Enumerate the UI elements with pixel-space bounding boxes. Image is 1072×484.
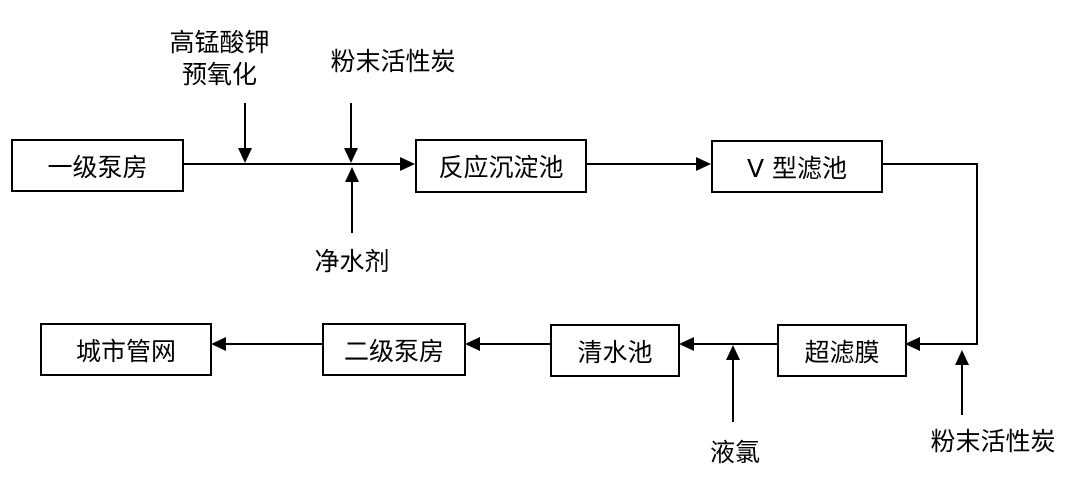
label-powdered-activated-carbon-bottom: 粉末活性炭 xyxy=(930,427,1056,456)
arrowhead-right-into-v-filter-icon xyxy=(696,157,711,171)
kmno4-dosing-arrow-line xyxy=(244,103,246,148)
pac-top-dosing-arrow-line xyxy=(350,103,352,148)
kmno4-dosing-arrowhead-down-icon xyxy=(238,148,252,163)
label-kmno4-preoxidation: 高锰酸钾 预氧化 xyxy=(157,27,282,91)
label-liquid-chlorine: 液氯 xyxy=(709,438,760,467)
arrowhead-right-into-sedimentation-icon xyxy=(400,157,415,171)
flow-line-filter-to-corner xyxy=(881,163,978,165)
arrowhead-left-into-city-network-icon xyxy=(211,337,226,351)
flow-line-sedimentation-to-filter xyxy=(585,163,697,165)
box-v-type-filter: V 型滤池 xyxy=(711,140,883,193)
box-secondary-pump-station: 二级泵房 xyxy=(322,323,466,376)
label-kmno4-line2: 预氧化 xyxy=(181,60,257,89)
box-city-pipe-network: 城市管网 xyxy=(40,323,212,376)
flow-line-clearwater-to-secondary-pump xyxy=(480,343,550,345)
pac-top-dosing-arrowhead-down-icon xyxy=(344,148,358,163)
label-powdered-activated-carbon-top: 粉末活性炭 xyxy=(330,47,456,76)
box-primary-pump-station: 一级泵房 xyxy=(11,139,184,192)
purifier-dosing-arrow-line xyxy=(351,182,353,233)
arrowhead-left-into-clearwater-icon xyxy=(679,337,694,351)
flow-line-corner-to-ultrafiltration xyxy=(920,343,978,345)
pac-bottom-dosing-arrow-line xyxy=(961,365,963,415)
chlorine-dosing-arrow-line xyxy=(732,360,734,422)
label-water-purifier: 净水剂 xyxy=(314,247,390,276)
chlorine-dosing-arrowhead-up-icon xyxy=(726,345,740,360)
flow-line-ultrafiltration-to-clearwater xyxy=(694,343,777,345)
label-kmno4-line1: 高锰酸钾 xyxy=(169,28,270,57)
purifier-dosing-arrowhead-up-icon xyxy=(345,167,359,182)
flow-line-pump-to-sedimentation xyxy=(184,163,402,165)
flow-line-secondary-pump-to-city-network xyxy=(226,343,322,345)
arrowhead-left-into-secondary-pump-icon xyxy=(465,337,480,351)
arrowhead-left-into-ultrafiltration-icon xyxy=(905,337,920,351)
box-clear-water-tank: 清水池 xyxy=(550,324,680,377)
flow-line-vertical-connector xyxy=(976,163,978,345)
box-ultrafiltration-membrane: 超滤膜 xyxy=(777,324,907,377)
pac-bottom-dosing-arrowhead-up-icon xyxy=(955,350,969,365)
box-reaction-sedimentation-tank: 反应沉淀池 xyxy=(415,139,587,193)
